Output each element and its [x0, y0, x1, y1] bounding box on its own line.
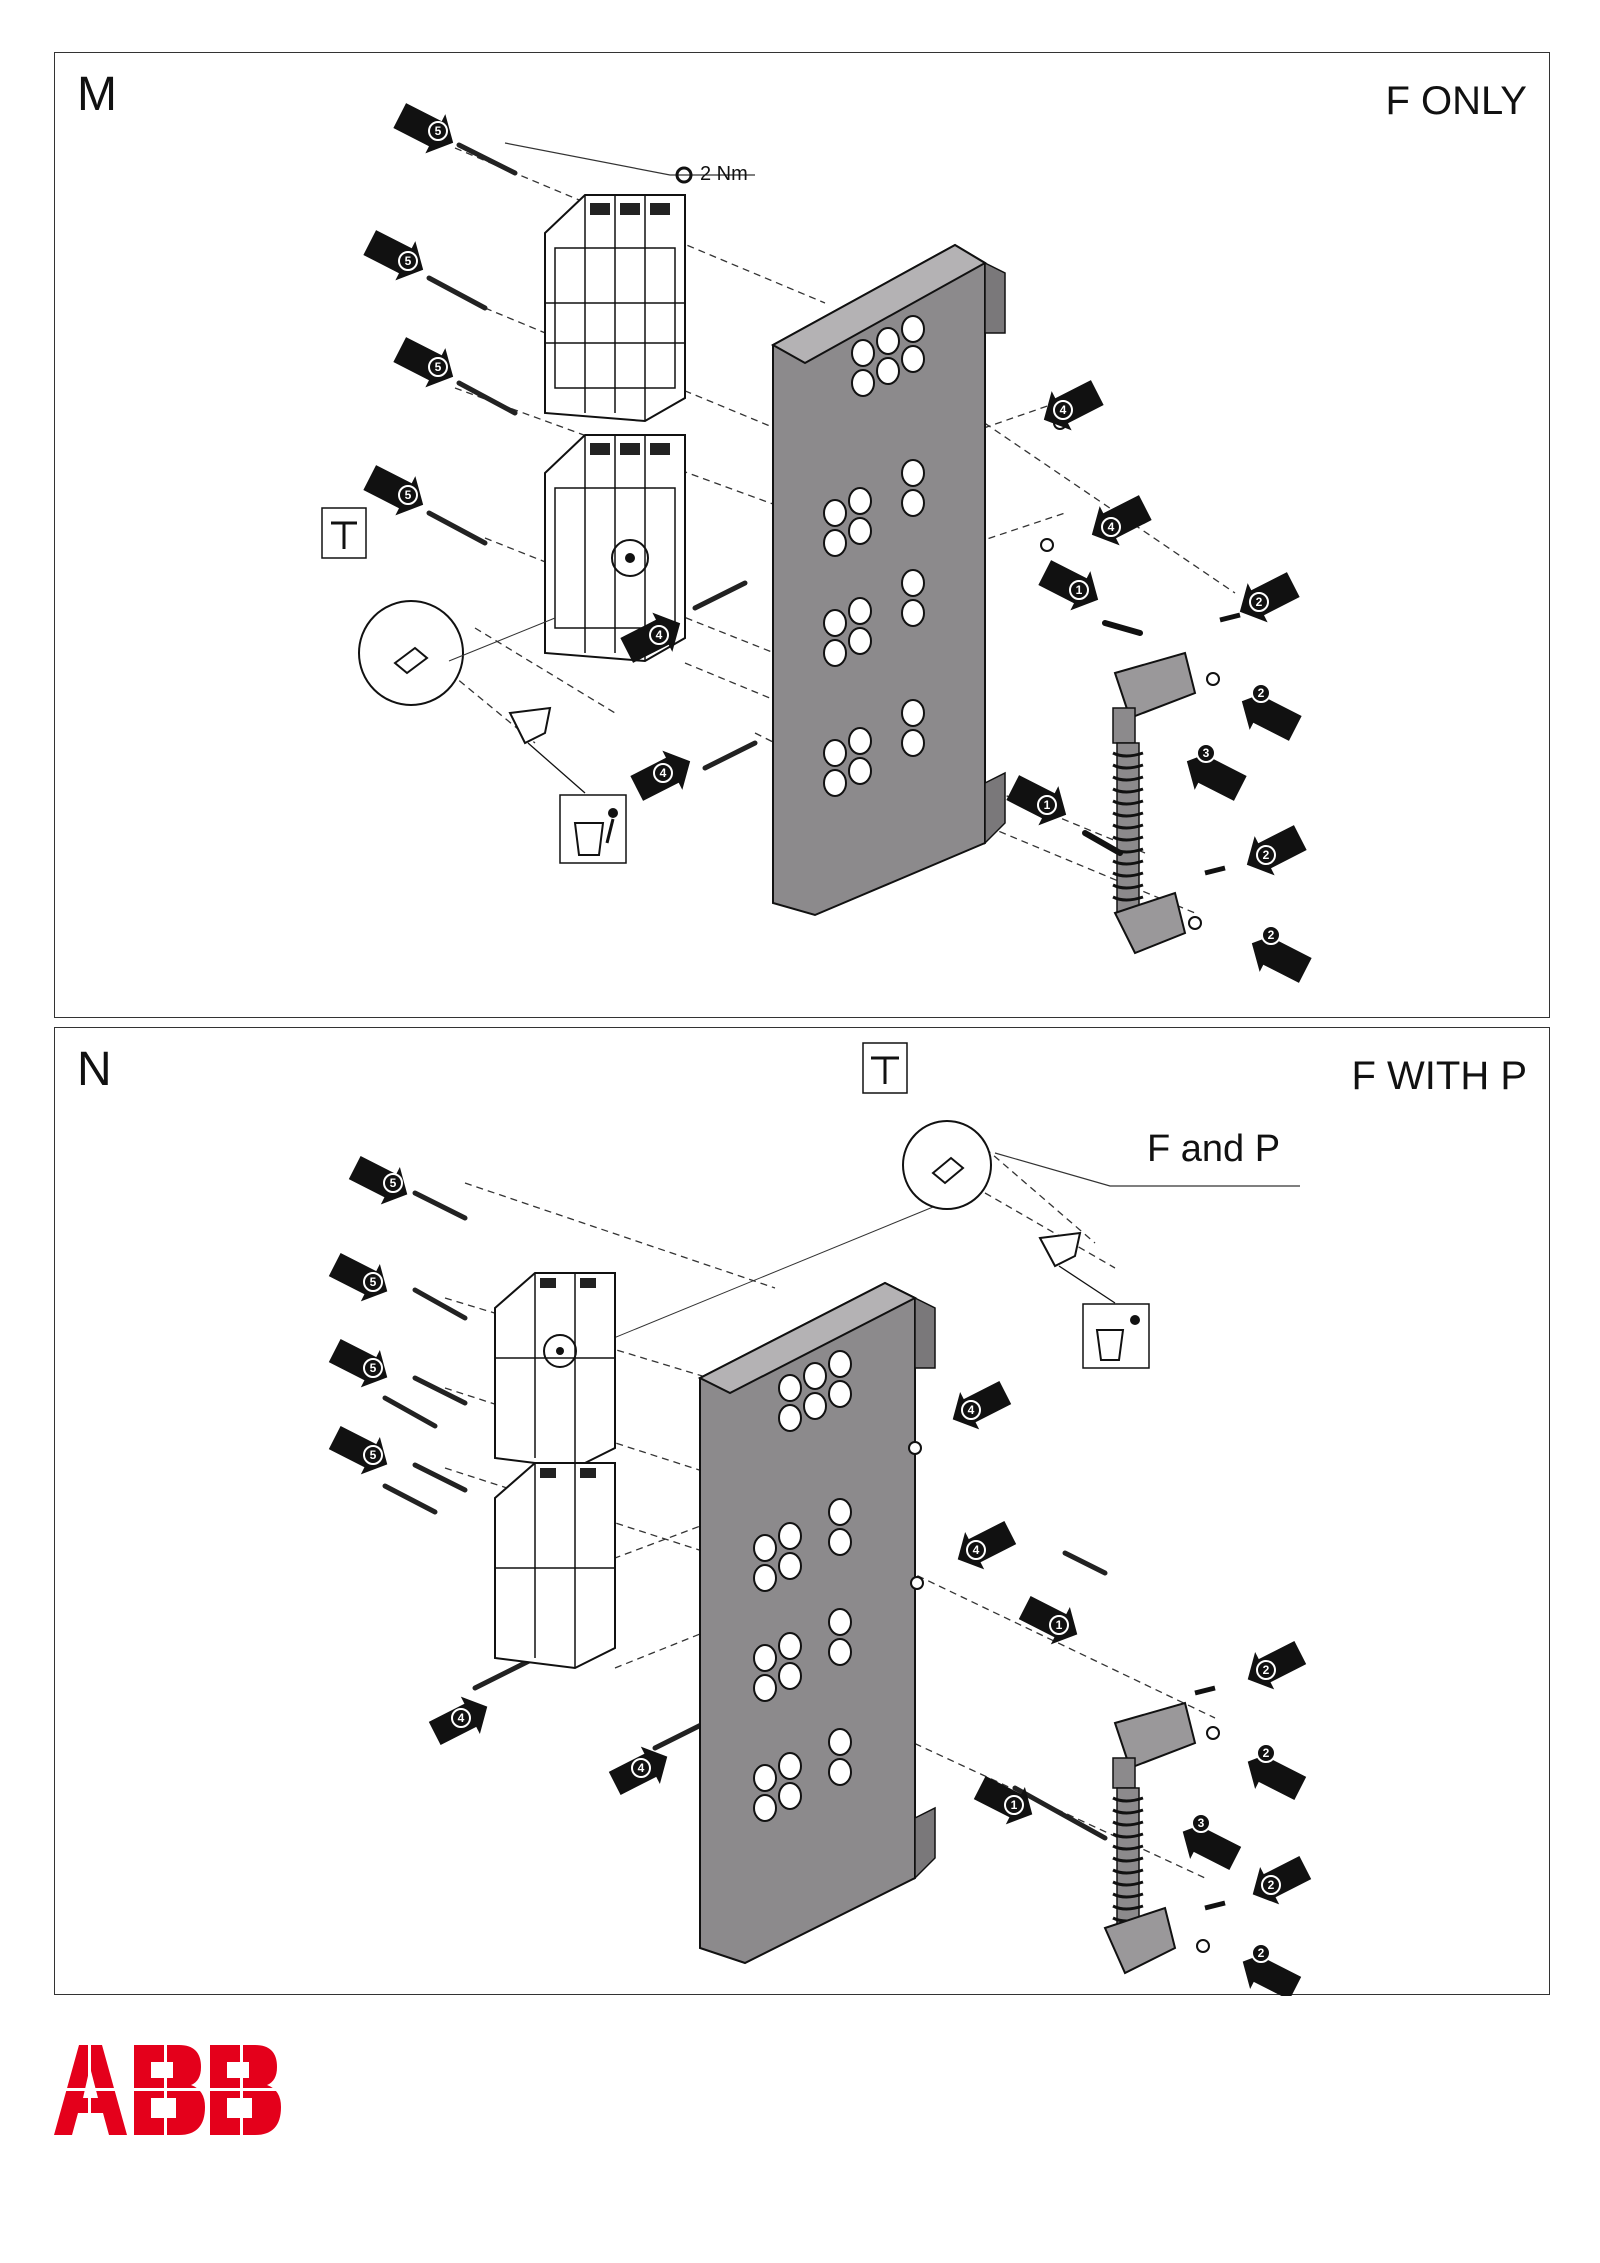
- hinge-mechanism-m: [1040, 416, 1241, 955]
- step-badges-n: 5 5 5 5 4 4 4 4 1 1 2 2 2 2 3: [363, 1173, 1281, 1963]
- breaker-lower: [544, 434, 686, 663]
- svg-text:5: 5: [405, 254, 412, 268]
- plate-holes-n: [753, 1350, 852, 1822]
- svg-text:1: 1: [1056, 1618, 1063, 1632]
- assembly-diagram-m: 5 5 5 5 4 4 4 4 1 1 2 2 2 2 3: [321, 95, 1316, 991]
- svg-text:5: 5: [370, 1275, 377, 1289]
- svg-text:5: 5: [405, 488, 412, 502]
- svg-text:1: 1: [1076, 583, 1083, 597]
- svg-text:2: 2: [1263, 1663, 1270, 1677]
- assembly-diagram-n: 5 5 5 5 4 4 4 4 1 1 2 2 2 2 3: [325, 1042, 1315, 1996]
- svg-text:1: 1: [1044, 798, 1051, 812]
- panel-letter-m: M: [77, 68, 117, 121]
- breaker-upper: [544, 194, 686, 423]
- svg-text:2: 2: [1268, 928, 1275, 942]
- svg-text:5: 5: [370, 1361, 377, 1375]
- svg-text:4: 4: [1108, 520, 1115, 534]
- svg-text:2: 2: [1268, 1878, 1275, 1892]
- hinge-mechanism-n: [908, 1441, 1226, 1975]
- breaker-lower-n: [494, 1462, 616, 1670]
- svg-text:4: 4: [458, 1711, 465, 1725]
- callout-f-and-p: F and P: [1147, 1128, 1281, 1170]
- panel-letter-n: N: [77, 1043, 112, 1096]
- svg-text:5: 5: [370, 1448, 377, 1462]
- svg-text:2: 2: [1263, 848, 1270, 862]
- panel-m: M F ONLY: [54, 52, 1550, 1018]
- svg-text:2: 2: [1258, 1946, 1265, 1960]
- torque-wrench-icon: [675, 166, 693, 184]
- panel-variant-n: F WITH P: [1351, 1054, 1527, 1098]
- svg-text:2: 2: [1258, 686, 1265, 700]
- svg-text:1: 1: [1011, 1798, 1018, 1812]
- recycle-bin-icon: [559, 794, 627, 864]
- svg-text:3: 3: [1198, 1816, 1205, 1830]
- svg-text:4: 4: [968, 1403, 975, 1417]
- plate-holes-m: [823, 315, 925, 797]
- svg-text:4: 4: [1060, 403, 1067, 417]
- svg-text:4: 4: [638, 1761, 645, 1775]
- panel-n: N F WITH P: [54, 1027, 1550, 1996]
- torque-label: 2 Nm: [700, 163, 748, 185]
- panel-variant-m: F ONLY: [1385, 79, 1527, 123]
- svg-text:5: 5: [435, 124, 442, 138]
- svg-text:4: 4: [660, 766, 667, 780]
- step-badges-m: 5 5 5 5 4 4 4 4 1 1 2 2 2 2 3: [398, 121, 1281, 945]
- recycle-bin-icon-n: [1082, 1303, 1150, 1369]
- svg-text:2: 2: [1263, 1746, 1270, 1760]
- svg-text:5: 5: [390, 1176, 397, 1190]
- svg-text:4: 4: [656, 628, 663, 642]
- svg-text:2: 2: [1256, 595, 1263, 609]
- mounting-plate-n: [697, 1281, 936, 1965]
- svg-text:4: 4: [973, 1543, 980, 1557]
- breaker-upper-n: [494, 1272, 616, 1470]
- svg-text:5: 5: [435, 360, 442, 374]
- svg-text:3: 3: [1203, 746, 1210, 760]
- abb-logo: [54, 2040, 294, 2140]
